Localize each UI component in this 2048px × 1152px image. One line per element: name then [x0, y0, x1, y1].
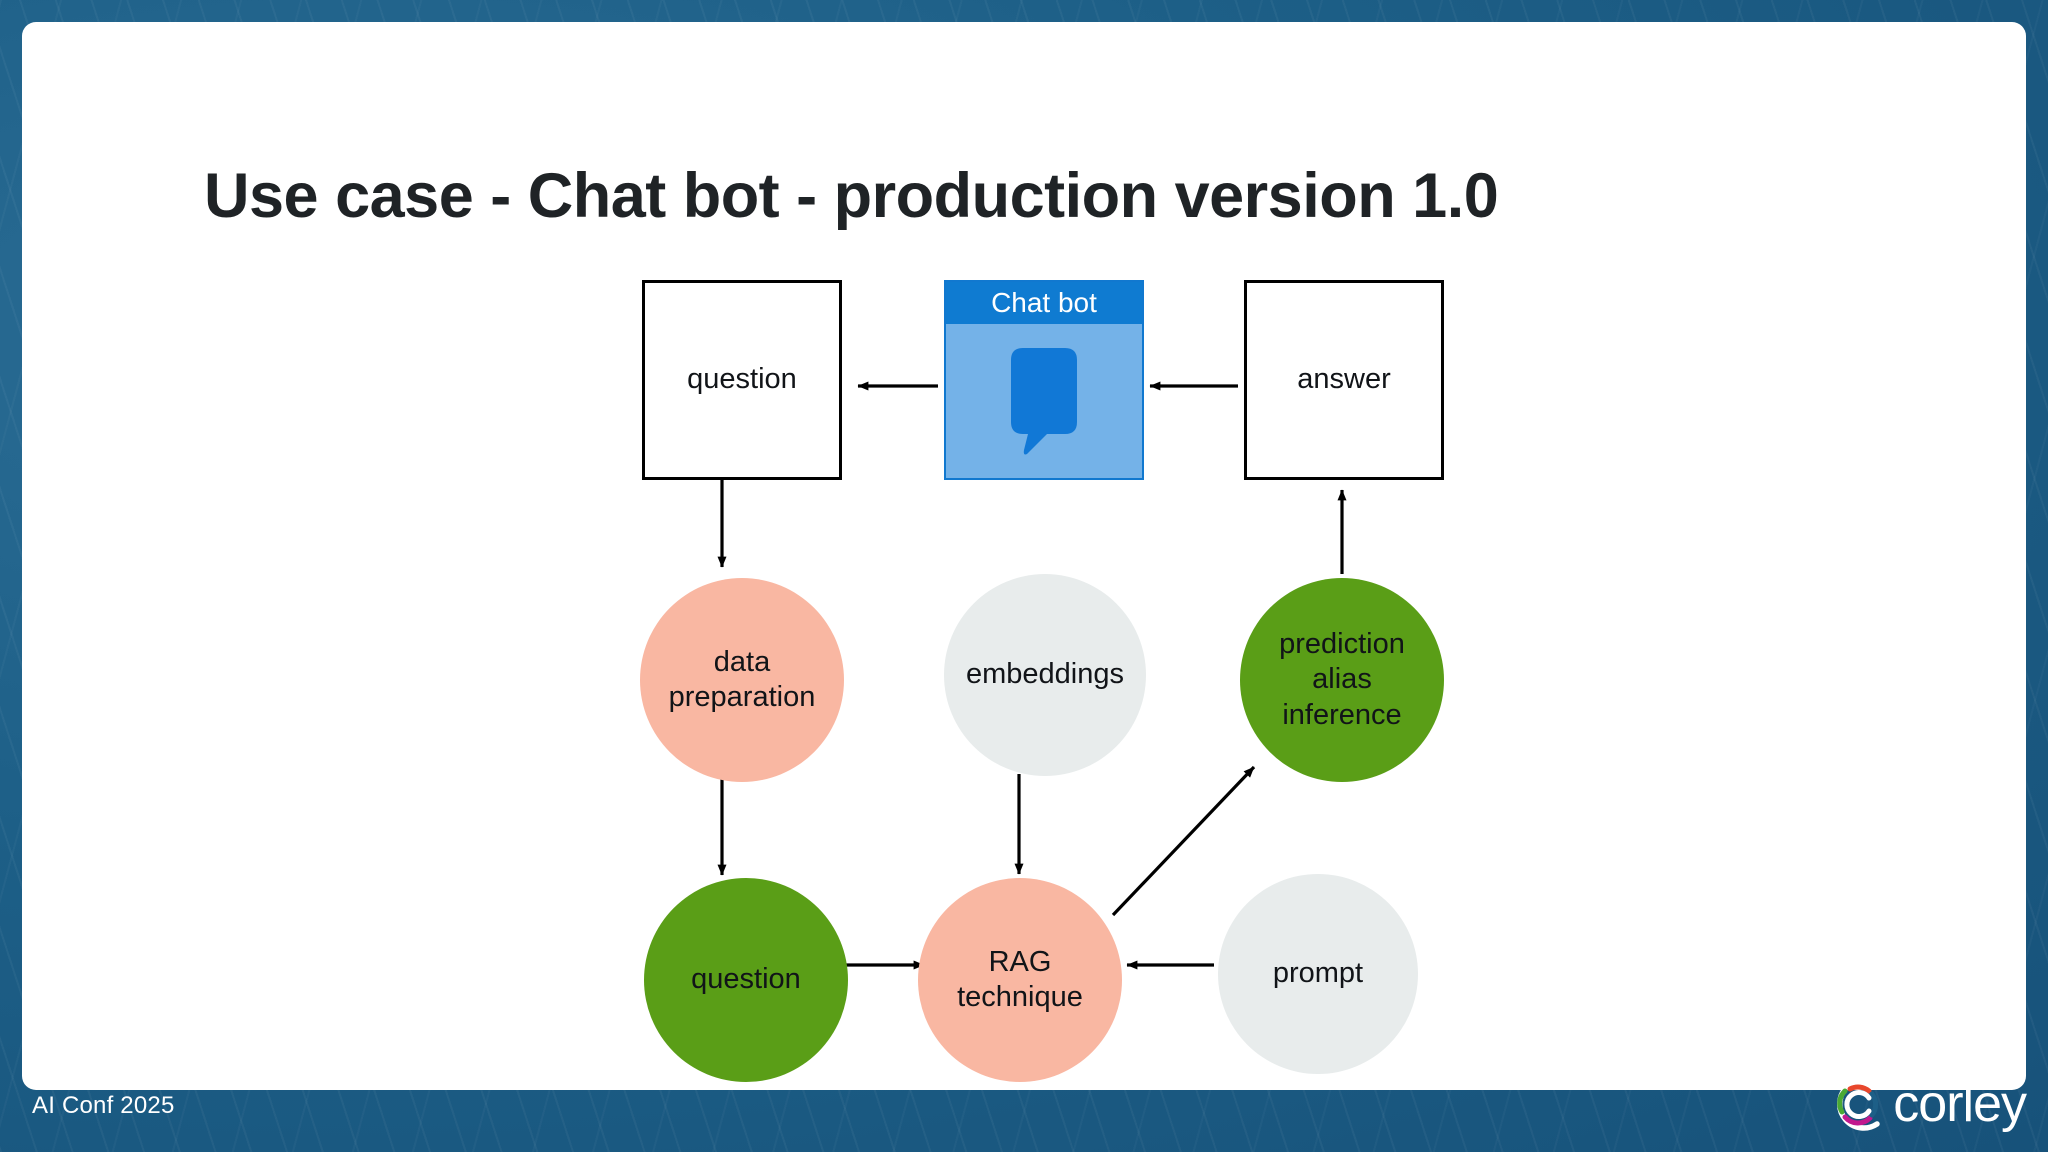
node-data-preparation-line1: data	[713, 645, 771, 678]
node-question-circle-label: question	[691, 963, 801, 996]
node-prompt[interactable]: prompt	[1218, 874, 1418, 1074]
node-rag-line2: technique	[957, 981, 1083, 1013]
chatbot-header: Chat bot	[946, 282, 1142, 324]
chatbot-body	[946, 324, 1142, 478]
slide-card: Use case - Chat bot - production version…	[22, 22, 2026, 1090]
corley-c-logo-icon	[1837, 1077, 1881, 1131]
flowchart-diagram: question Chat bot answer data preparatio…	[22, 22, 2026, 1090]
node-prompt-label: prompt	[1272, 957, 1364, 990]
node-question-box-label: question	[687, 363, 797, 396]
node-question-box[interactable]: question	[642, 280, 842, 480]
edge-rag-to-prediction	[1111, 765, 1256, 917]
brand-logo: corley	[1825, 1074, 2027, 1134]
node-embeddings-label: embeddings	[966, 658, 1124, 691]
node-rag-technique[interactable]: RAG technique	[918, 878, 1122, 1082]
event-label: AI Conf 2025	[32, 1092, 175, 1119]
brand-wordmark: corley	[1893, 1075, 2027, 1133]
node-prediction-line1: prediction	[1279, 627, 1405, 660]
node-question-circle[interactable]: question	[644, 878, 848, 1082]
node-embeddings[interactable]: embeddings	[944, 574, 1146, 776]
node-answer-box-label: answer	[1297, 363, 1391, 396]
node-rag-line1: RAG	[988, 945, 1052, 978]
node-prediction-alias-inference[interactable]: prediction alias inference	[1240, 578, 1444, 782]
node-answer-box[interactable]: answer	[1244, 280, 1444, 480]
chatbot-title: Chat bot	[991, 287, 1097, 318]
node-prediction-line2: alias	[1312, 663, 1372, 696]
page-title: Use case - Chat bot - production version…	[204, 161, 1499, 231]
node-chatbot-card[interactable]: Chat bot	[944, 280, 1144, 480]
speech-bubble-icon	[1011, 348, 1077, 455]
node-prediction-line3: inference	[1282, 698, 1402, 731]
node-data-preparation[interactable]: data preparation	[640, 578, 844, 782]
node-data-preparation-line2: preparation	[668, 681, 816, 713]
